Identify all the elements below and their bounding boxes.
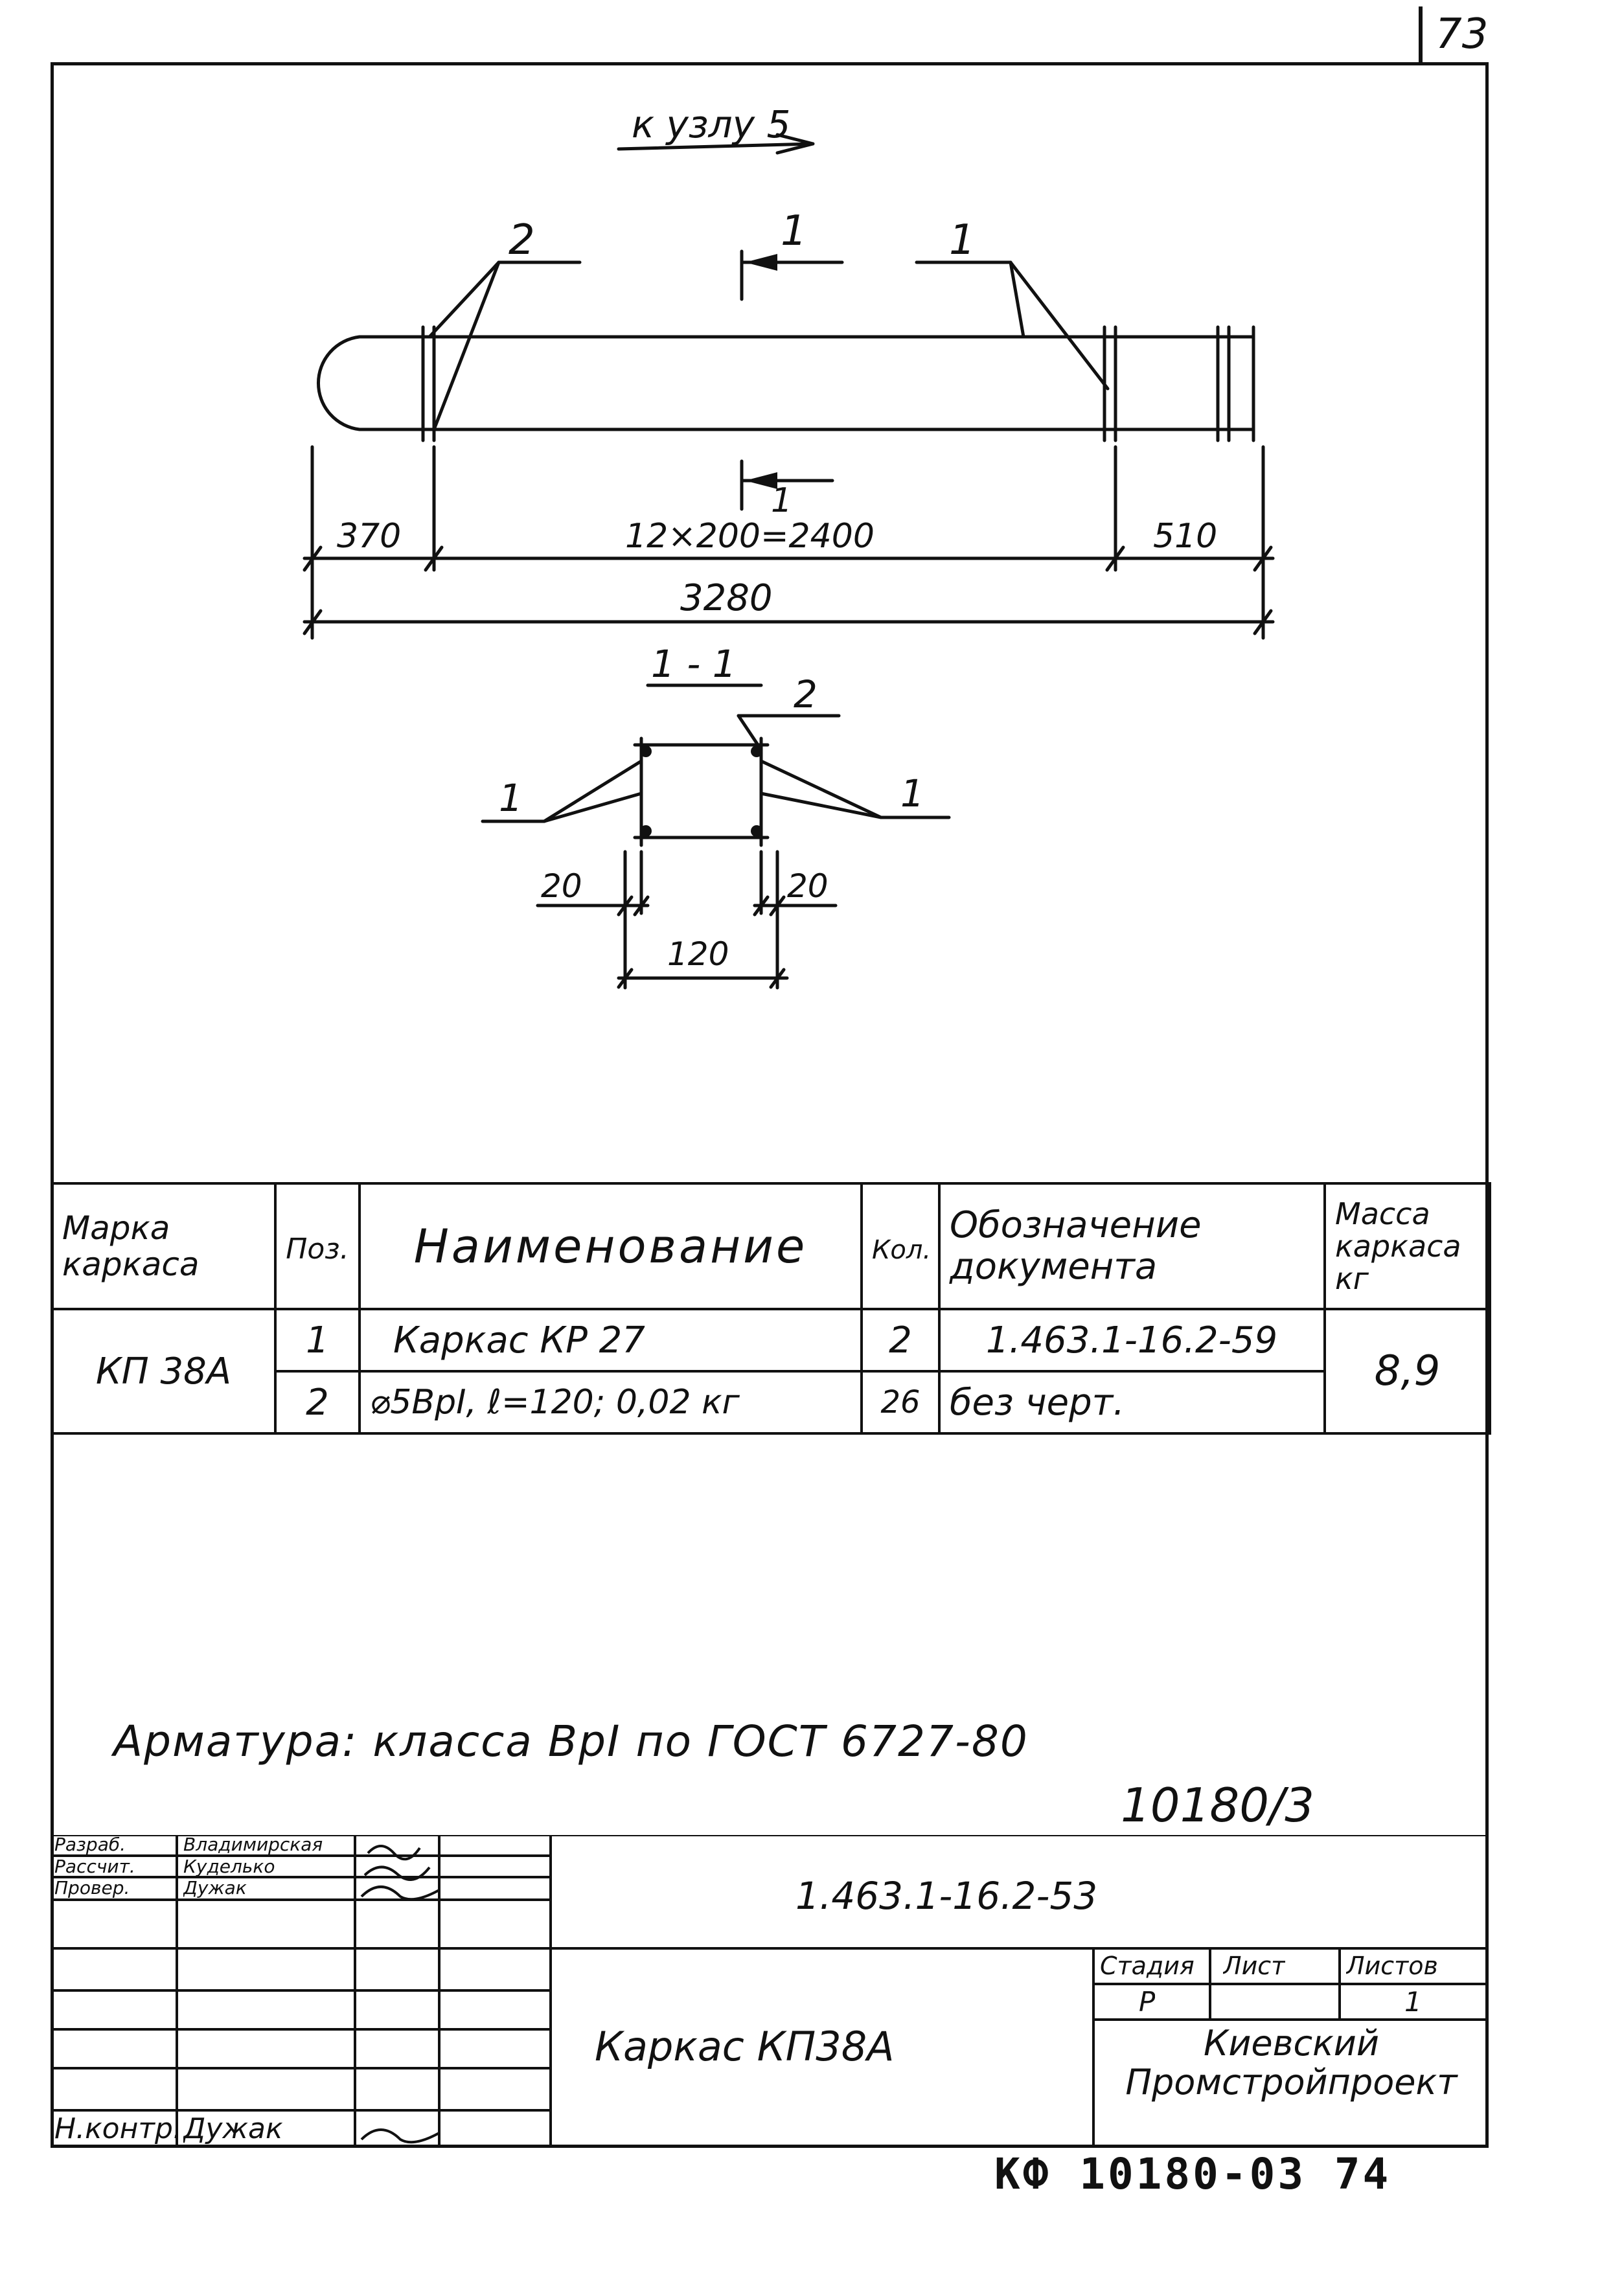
section-mark-bottom: 1 [771, 481, 792, 520]
role-calculated: Рассчит. [54, 1856, 135, 1877]
spec-header-row: Марка каркаса Поз. Наименование Кол. Обо… [51, 1182, 1491, 1310]
header-qty: Кол. [860, 1182, 941, 1310]
section-title: 1 - 1 [651, 642, 737, 686]
callout-pos2: 2 [509, 216, 535, 264]
frame-mass: 8,9 [1323, 1308, 1491, 1435]
row-pos: 1 [274, 1308, 361, 1373]
section-mark-top: 1 [781, 207, 807, 255]
role-developer: Разраб. [54, 1834, 126, 1855]
row-qty: 26 [860, 1370, 941, 1435]
sheet-frame [51, 62, 1489, 2148]
specification-table: Марка каркаса Поз. Наименование Кол. Обо… [51, 1182, 1491, 1435]
sheets-header: Листов [1346, 1952, 1438, 1980]
name-developer: Владимирская [183, 1834, 323, 1855]
header-pos: Поз. [274, 1182, 361, 1310]
organization: Киевский Промстройпроект [1125, 2024, 1458, 2102]
section-dim-right: 20 [787, 867, 829, 905]
header-doc: Обозначение документа [938, 1182, 1326, 1310]
view-label: к узлу 5 [632, 102, 790, 146]
signature-marks [360, 1845, 440, 2144]
document-code: 1.463.1-16.2-53 [795, 1874, 1098, 1918]
sheet-header: Лист [1223, 1952, 1286, 1980]
callout-pos1: 1 [949, 216, 976, 264]
name-checked: Дужак [183, 1877, 247, 1898]
section-callout-pos1-left: 1 [499, 776, 523, 820]
section-callout-pos2: 2 [794, 672, 818, 716]
stage-header: Стадия [1100, 1952, 1195, 1980]
section-callout-pos1-right: 1 [900, 771, 924, 815]
footer-code: КФ 10180-03 74 [994, 2149, 1391, 2199]
role-checked: Провер. [54, 1877, 130, 1898]
dim-left: 370 [337, 517, 401, 556]
header-mark: Марка каркаса [51, 1182, 277, 1310]
reinforcement-note: Арматура: класса ВрI по ГОСТ 6727-80 [113, 1716, 1029, 1766]
name-norm-control: Дужак [183, 2112, 283, 2145]
header-mass: Масса каркаса кг [1323, 1182, 1491, 1310]
dim-middle: 12×200=2400 [625, 517, 875, 556]
archive-number: 10180/3 [1121, 1778, 1315, 1832]
header-name: Наименование [358, 1182, 863, 1310]
sheets-value: 1 [1404, 1986, 1422, 2018]
dim-right: 510 [1153, 517, 1217, 556]
row-name: ⌀5ВрI, ℓ=120; 0,02 кг [358, 1370, 863, 1435]
row-doc: 1.463.1-16.2-59 [938, 1308, 1326, 1373]
section-dim-left: 20 [541, 867, 582, 905]
row-name: Каркас КР 27 [358, 1308, 863, 1373]
table-row: КП 38А 1 Каркас КР 27 2 1.463.1-16.2-59 … [51, 1308, 1491, 1435]
frame-mark: КП 38А [51, 1308, 277, 1435]
table-row: 2 ⌀5ВрI, ℓ=120; 0,02 кг 26 без черт. [52, 1370, 1490, 1435]
role-norm-control: Н.контр. [54, 2112, 182, 2145]
dim-total: 3280 [680, 577, 773, 619]
stage-value: Р [1139, 1986, 1156, 2018]
page-number: 73 [1435, 10, 1489, 58]
row-qty: 2 [860, 1308, 941, 1373]
name-calculated: Куделько [183, 1856, 275, 1877]
title-block: Разраб. Владимирская Рассчит. Куделько П… [51, 1834, 1489, 2148]
section-dim-width: 120 [667, 935, 729, 973]
item-title: Каркас КП38А [595, 2023, 895, 2070]
row-doc: без черт. [938, 1370, 1326, 1435]
row-pos: 2 [274, 1370, 361, 1435]
technical-drawing: к узлу 5 2 1 1 1 370 12×200=2400 510 328… [303, 102, 1275, 990]
page-number-tab: 73 [1419, 6, 1500, 62]
title-block-grid [51, 1835, 1489, 2148]
